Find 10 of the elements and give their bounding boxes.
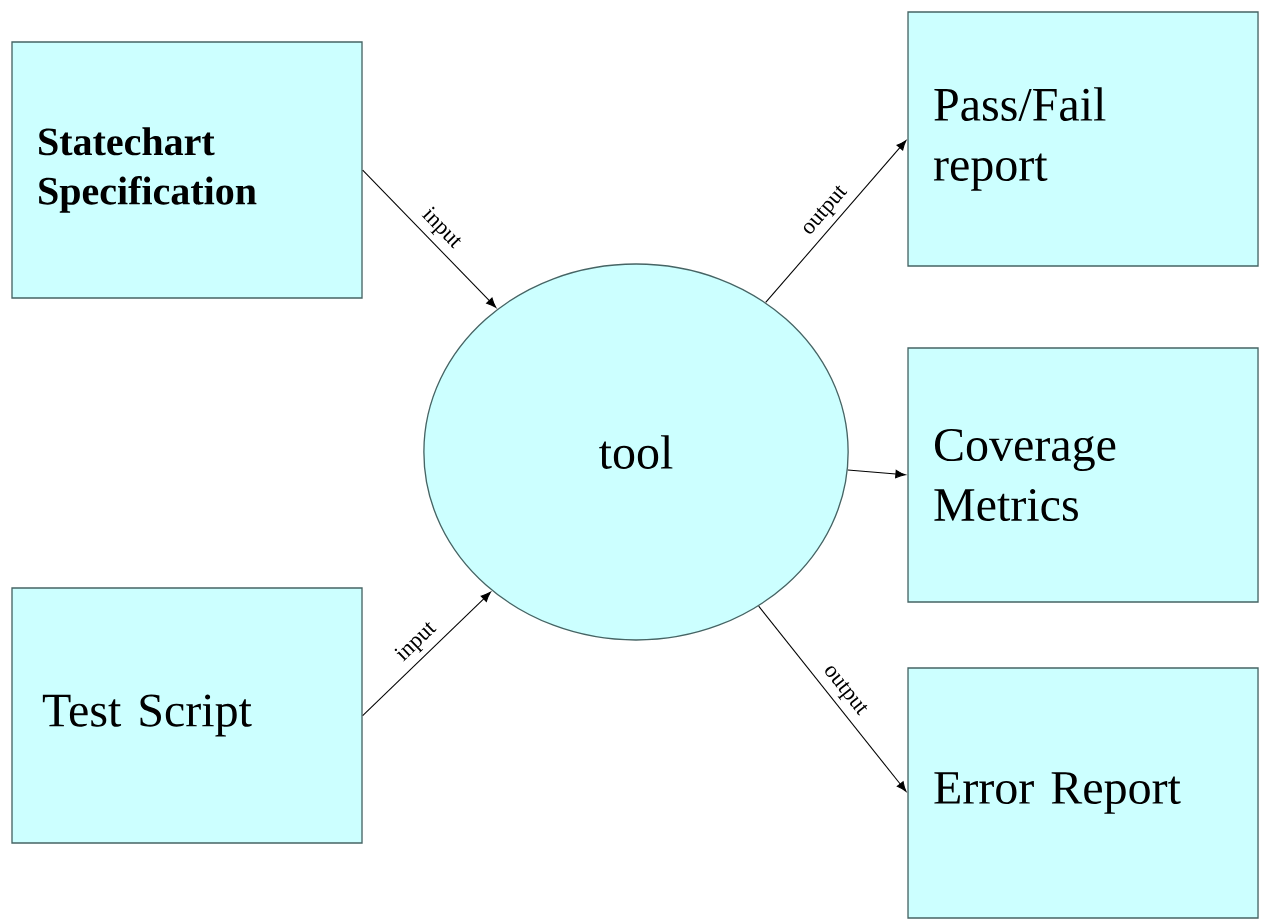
- process-box: Statechart Specification: [11, 41, 363, 299]
- arrow: [758, 605, 907, 792]
- process-box: Error Report: [907, 667, 1259, 919]
- arrow: [765, 140, 907, 303]
- process-box: Test Script: [11, 587, 363, 844]
- process-box: Coverage Metrics: [907, 347, 1259, 603]
- arrow: [362, 591, 491, 717]
- process-box: Pass/Fail report: [907, 11, 1259, 267]
- arrow: [847, 469, 906, 479]
- arrow: [362, 169, 497, 308]
